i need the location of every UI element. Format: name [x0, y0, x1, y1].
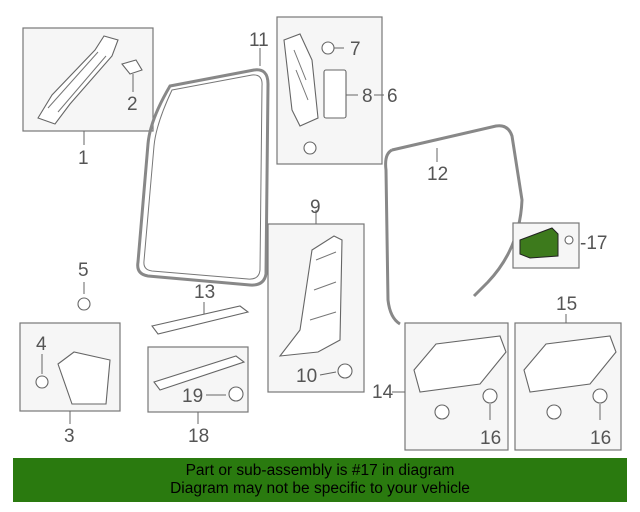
- callout-10: 10: [296, 366, 317, 387]
- callout-15: 15: [556, 294, 577, 315]
- callout-7: 7: [350, 39, 361, 60]
- callout-13: 13: [194, 282, 215, 303]
- part-13-scuff[interactable]: [151, 305, 250, 335]
- callout-19: 19: [182, 386, 203, 407]
- callout-4: 4: [36, 334, 47, 355]
- callout-6: 6: [387, 86, 398, 107]
- part-12-seal[interactable]: [384, 124, 524, 326]
- banner-line-2: Diagram may not be specific to your vehi…: [170, 480, 470, 497]
- info-banner: Part or sub-assembly is #17 in diagram D…: [13, 458, 627, 502]
- callout-11: 11: [249, 30, 269, 51]
- part-15-box[interactable]: [514, 322, 622, 451]
- part-17-bracket: [519, 227, 559, 259]
- callout-14: 14: [372, 382, 394, 403]
- callout-16b: 16: [590, 428, 611, 449]
- part-1-box[interactable]: [22, 27, 154, 132]
- part-18-box[interactable]: [147, 346, 249, 413]
- part-6-box[interactable]: [276, 16, 383, 165]
- callout-1: 1: [78, 148, 89, 169]
- callout-5: 5: [78, 260, 89, 281]
- callout-2: 2: [127, 94, 138, 115]
- part-14-box[interactable]: [404, 322, 509, 451]
- part-3-box[interactable]: [19, 322, 121, 412]
- part-5-clip[interactable]: [77, 297, 91, 311]
- callout-17: -17: [580, 233, 607, 254]
- callout-16a: 16: [480, 428, 501, 449]
- banner-line-1: Part or sub-assembly is #17 in diagram: [185, 462, 455, 479]
- callout-3: 3: [64, 426, 75, 447]
- part-17-box[interactable]: [512, 222, 580, 269]
- part-11-seal[interactable]: [136, 68, 270, 287]
- callout-18: 18: [188, 426, 209, 447]
- callout-9: 9: [310, 197, 321, 218]
- callout-12: 12: [427, 164, 448, 185]
- callout-8: 8: [362, 86, 373, 107]
- part-9-box[interactable]: [267, 223, 365, 393]
